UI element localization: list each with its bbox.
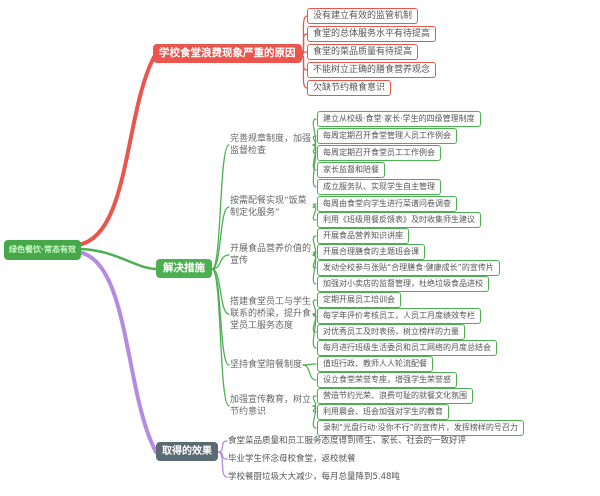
leaf-item[interactable]: 营造节约光荣、浪费可耻的就餐文化氛围 — [317, 388, 473, 404]
solution-group-label[interactable]: 坚持食堂陪餐制度 — [230, 360, 303, 370]
root-node[interactable]: 绿色餐饮·常态有效 — [4, 240, 82, 260]
leaf-item[interactable]: 值班行政、教师人人轮流配餐 — [317, 356, 433, 372]
cause-item[interactable]: 不能树立正确的膳食营养观念 — [307, 62, 437, 78]
leaf-item[interactable]: 家长监督和陪餐 — [317, 162, 385, 178]
leaf-item[interactable]: 利用《班级用餐反馈表》及时收集师生建议 — [317, 212, 481, 228]
leaf-item[interactable]: 利用晨会、班会加强对学生的教育 — [317, 404, 449, 420]
solution-group-label[interactable]: 开展食品营养价值的宣传 — [230, 244, 312, 266]
cause-item[interactable]: 欠缺节约粮食意识 — [307, 80, 392, 96]
solution-group-label[interactable]: 加强宣传教育，树立节约意识 — [230, 395, 312, 417]
branch-causes[interactable]: 学校食堂浪费现象严重的原因 — [153, 44, 302, 63]
leaf-item[interactable]: 每月进行班级生活委员和员工网络的月度总结会 — [317, 340, 497, 356]
leaf-item[interactable]: 加强对小卖店的监督管理，杜绝垃圾食品进校 — [317, 276, 489, 292]
leaf-item[interactable]: 开展食品营养知识讲座 — [317, 228, 409, 244]
leaf-item[interactable]: 每周定期召开食堂管理人员工作例会 — [317, 128, 457, 144]
leaf-item[interactable]: 对优秀员工及时表扬，树立榜样的力量 — [317, 324, 465, 340]
leaf-item[interactable]: 发动全校参与张贴“合理膳食·健康成长”的宣传片 — [317, 260, 500, 276]
leaf-item[interactable]: 成立服务队、实现学生自主管理 — [317, 179, 441, 195]
branch-effects[interactable]: 取得的效果 — [156, 442, 218, 461]
effect-item[interactable]: 毕业学生怀念母校食堂，返校就餐 — [228, 454, 356, 464]
cause-item[interactable]: 食堂的菜品质量有待提高 — [307, 44, 419, 60]
leaf-item[interactable]: 设立食堂荣誉专座，增强学生荣誉感 — [317, 372, 457, 388]
leaf-item[interactable]: 每学年评价考核员工，人员工月度绩效专栏 — [317, 308, 481, 324]
solution-group-label[interactable]: 按需配餐实现“饭菜制定化服务” — [230, 196, 307, 218]
effect-item[interactable]: 食堂菜品质量和员工服务态度得到师生、家长、社会的一致好评 — [228, 436, 467, 446]
leaf-item[interactable]: 定期开展员工培训会 — [317, 292, 401, 308]
leaf-item[interactable]: 每周由食堂向学生进行菜谱问卷调查 — [317, 196, 457, 212]
solution-group-label[interactable]: 完善规章制度，加强监督检查 — [230, 134, 312, 156]
cause-item[interactable]: 没有建立有效的监管机制 — [307, 8, 419, 24]
branch-solutions[interactable]: 解决措施 — [156, 259, 212, 278]
effect-item[interactable]: 学校餐厨垃圾大大减少，每月总量降到5.48吨 — [228, 472, 400, 482]
leaf-item[interactable]: 建立从校级·食堂·家长·学生的四级管理制度 — [317, 111, 481, 127]
leaf-item[interactable]: 开展合理膳食的主题班会课 — [317, 244, 425, 260]
leaf-item[interactable]: 录制“光盘行动·没你不行”的宣传片，发挥榜样的号召力 — [317, 420, 524, 436]
leaf-item[interactable]: 每周定期召开食堂员工工作例会 — [317, 145, 441, 161]
cause-item[interactable]: 食堂的总体服务水平有待提高 — [307, 26, 437, 42]
solution-group-label[interactable]: 搭建食堂员工与学生联系的桥梁，提升食堂员工服务态度 — [230, 297, 312, 331]
